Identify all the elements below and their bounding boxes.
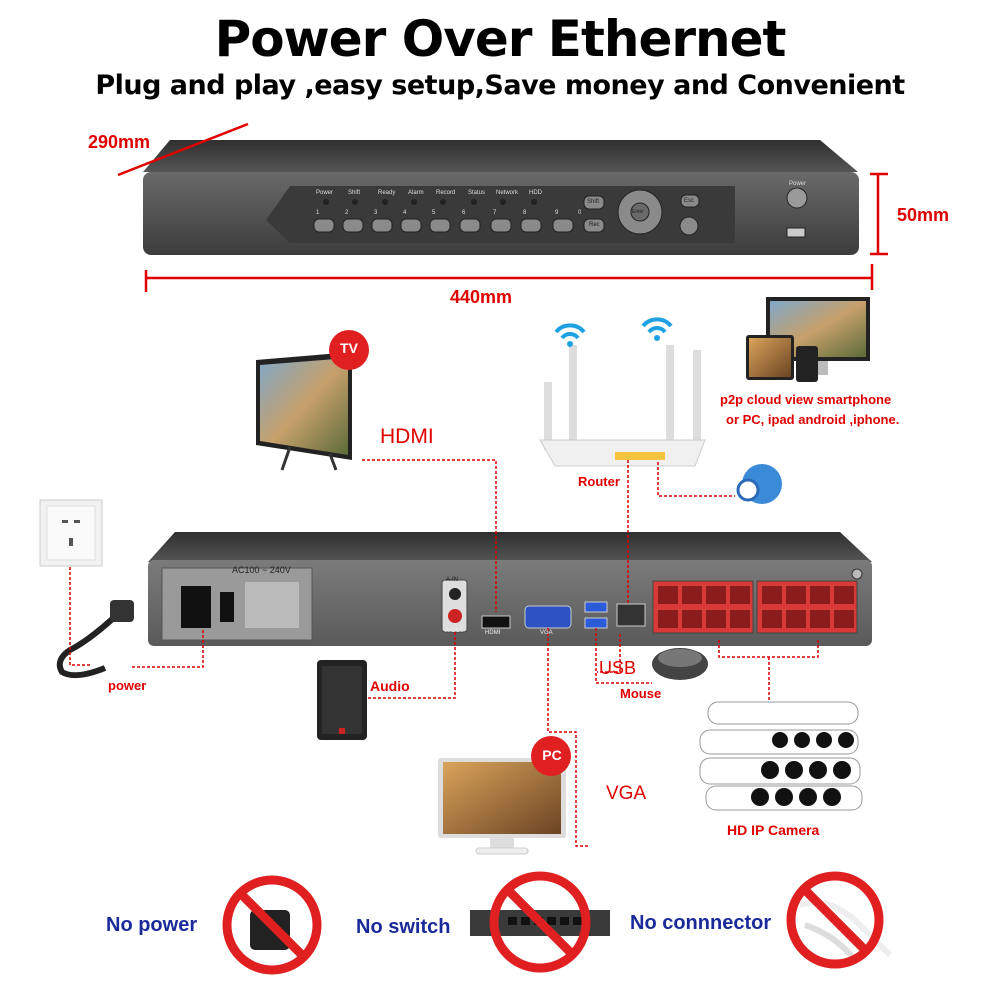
p2p-devices: [746, 297, 870, 382]
usb-front-port: [786, 227, 806, 238]
num-6: 6: [462, 210, 466, 216]
width-dimension: 440mm: [450, 287, 513, 307]
camera-label: HD IP Camera: [727, 822, 820, 838]
hdmi-socket: [481, 615, 511, 629]
usb-label: USB: [599, 658, 637, 678]
no-power-label: No power: [106, 914, 198, 936]
power-label: power: [108, 678, 147, 693]
no-connector-icon: [786, 871, 893, 969]
num-2: 2: [345, 210, 349, 216]
p2p-label-line2: or PC, ipad android ,iphone.: [726, 412, 900, 427]
number-buttons: [313, 195, 605, 233]
depth-dimension: 290mm: [88, 132, 151, 152]
indicator-network: Network: [496, 190, 519, 196]
nvr-top-surface: [143, 140, 858, 172]
mouse-device: [652, 648, 708, 680]
audio-out-label: A-OUT: [445, 628, 464, 634]
hdmi-port-label: HDMI: [485, 630, 501, 636]
indicator-hdd: HDD: [529, 190, 542, 196]
mouse-label: Mouse: [620, 686, 662, 701]
p2p-label-line1: p2p cloud view smartphone: [720, 392, 892, 407]
pc-badge: [531, 736, 571, 776]
router-device: [539, 317, 706, 467]
tv-badge-label: TV: [340, 340, 358, 356]
power-label-front: Power: [789, 181, 807, 187]
vga-label: VGA: [606, 783, 647, 804]
no-switch-label: No switch: [356, 916, 451, 938]
nvr-front-view: [143, 140, 859, 255]
lan-socket: [616, 603, 646, 627]
camera-cluster: [699, 701, 863, 811]
pc-badge-label: PC: [542, 747, 562, 763]
nvr-rear-view: [148, 532, 872, 646]
indicator-ready: Ready: [378, 190, 396, 196]
num-4: 4: [403, 210, 407, 216]
height-dimension: 50mm: [897, 205, 950, 225]
indicator-shift: Shift: [348, 190, 361, 196]
wifi-icon: [554, 317, 673, 340]
internet-icon: [736, 464, 782, 504]
power-button-front: [786, 187, 808, 209]
dimension-lines: [117, 122, 888, 292]
indicator-record: Record: [436, 190, 456, 196]
hdmi-label: HDMI: [380, 425, 434, 448]
num-3: 3: [374, 210, 378, 216]
audio-in-label: A-IN: [446, 577, 458, 583]
tv-device: [256, 330, 369, 471]
rec-button: Rec: [589, 222, 600, 228]
num-9: 9: [555, 210, 559, 216]
speaker-device: [317, 660, 367, 740]
ac-socket: [181, 586, 211, 628]
wall-outlet: [39, 499, 103, 567]
num-1: 1: [316, 210, 320, 216]
indicator-power: Power: [316, 190, 334, 196]
poe-ports-block: [652, 580, 858, 634]
vga-socket: [524, 605, 572, 629]
esc-button: Esc: [684, 198, 695, 204]
audio-label: Audio: [370, 678, 410, 694]
num-7: 7: [493, 210, 497, 216]
no-connector-label: No conn​nector: [630, 912, 772, 934]
indicator-alarm: Alarm: [408, 190, 424, 196]
page-subtitle: Plug and play ,easy setup,Save money and…: [95, 70, 905, 101]
power-switch: [220, 592, 234, 622]
pc-monitor: [438, 736, 571, 855]
ac-voltage-label: AC100 ~ 240V: [232, 565, 291, 575]
connection-lines: [69, 459, 819, 847]
vga-port-label: VGA: [540, 630, 553, 636]
shift-button: Shift: [587, 199, 600, 205]
no-switch-icon: [470, 871, 610, 973]
no-power-icon: [222, 875, 322, 975]
indicator-status: Status: [468, 190, 486, 196]
num-0: 0: [578, 210, 582, 216]
num-5: 5: [432, 210, 436, 216]
page-title: Power Over Ethernet: [214, 10, 787, 68]
router-label: Router: [578, 474, 620, 489]
num-8: 8: [523, 210, 527, 216]
power-cable: [56, 600, 134, 679]
enter-button: Enter: [632, 209, 644, 215]
fan-grille: [245, 582, 299, 628]
tv-badge: [329, 330, 369, 370]
